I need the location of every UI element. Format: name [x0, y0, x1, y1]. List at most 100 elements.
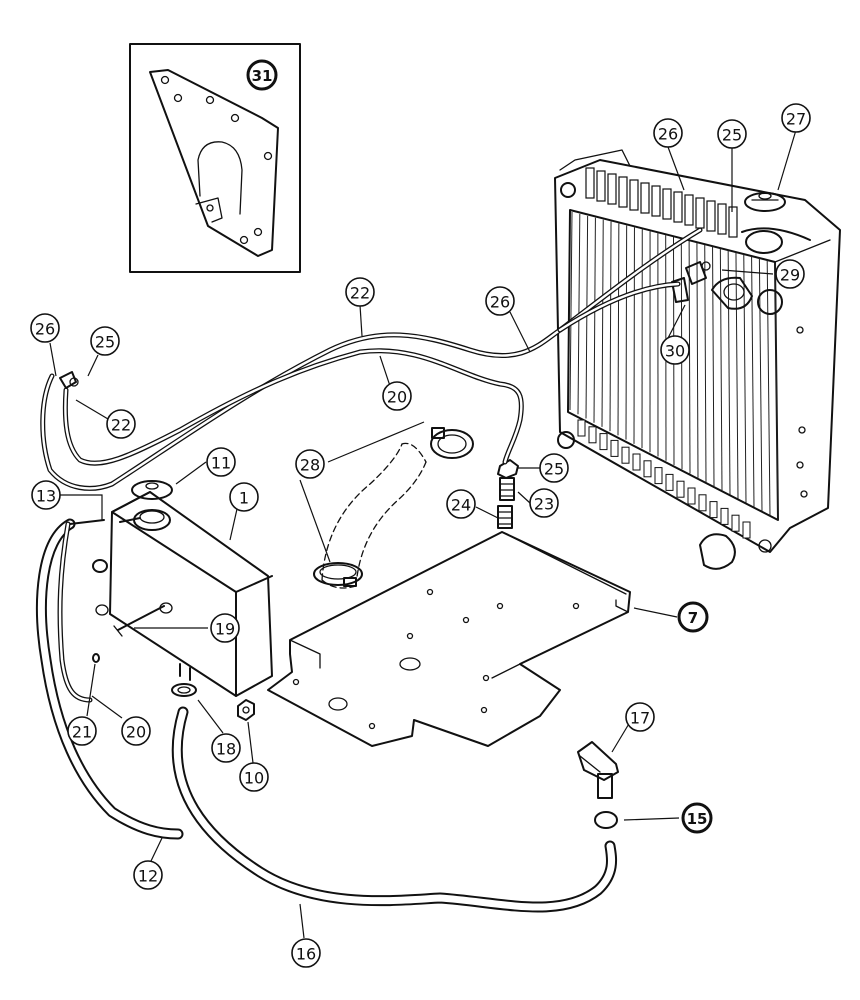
callout-26: 26	[653, 118, 683, 148]
callout-12: 12	[133, 860, 163, 890]
callout-number: 25	[722, 126, 742, 145]
callout-number: 19	[215, 620, 235, 639]
callout-10: 10	[239, 762, 269, 792]
callout-7: 7	[677, 601, 709, 633]
callout-number: 21	[72, 723, 92, 742]
callout-31: 31	[246, 59, 278, 91]
callout-circle	[681, 802, 713, 834]
callout-circle	[781, 103, 811, 133]
callout-29: 29	[775, 259, 805, 289]
callout-circle	[229, 482, 259, 512]
callout-circle	[246, 59, 278, 91]
inset-detail-box	[129, 43, 301, 273]
callout-number: 26	[490, 293, 510, 312]
callout-number: 23	[534, 495, 554, 514]
callout-25: 25	[539, 453, 569, 483]
callout-15: 15	[681, 802, 713, 834]
fitting-29-30	[671, 261, 711, 303]
callout-30: 30	[660, 335, 690, 365]
callout-number: 11	[211, 454, 231, 473]
callout-number: 24	[451, 496, 471, 515]
callout-number: 1	[239, 489, 249, 508]
mounting-plate-7	[267, 531, 631, 747]
callout-number: 26	[658, 125, 678, 144]
fittings-23-24-25	[497, 459, 519, 529]
hose-12	[35, 518, 184, 840]
callout-number: 31	[252, 67, 273, 85]
callout-number: 7	[688, 609, 698, 627]
callout-number: 13	[36, 487, 56, 506]
hose-20-lower	[57, 521, 93, 703]
callout-circle	[717, 119, 747, 149]
callout-number: 22	[111, 416, 131, 435]
callout-number: 17	[630, 709, 650, 728]
callout-circle	[677, 601, 709, 633]
callout-circle	[106, 409, 136, 439]
callout-circle	[291, 938, 321, 968]
callout-22: 22	[106, 409, 136, 439]
callout-number: 30	[665, 342, 685, 361]
hose-16	[171, 706, 618, 913]
callout-circle	[133, 860, 163, 890]
callout-circle	[539, 453, 569, 483]
nut-10	[237, 699, 255, 721]
callout-circle	[206, 447, 236, 477]
callout-21: 21	[67, 716, 97, 746]
callout-number: 16	[296, 945, 316, 964]
callout-number: 25	[544, 460, 564, 479]
callout-1: 1	[229, 482, 259, 512]
callout-circle	[382, 381, 412, 411]
callout-circle	[31, 480, 61, 510]
grommet-18	[171, 683, 197, 697]
callout-27: 27	[781, 103, 811, 133]
bracket-31	[149, 69, 279, 257]
callout-number: 22	[350, 284, 370, 303]
callout-circle	[485, 286, 515, 316]
callout-circle	[653, 118, 683, 148]
radiator	[554, 149, 841, 570]
callout-circle	[67, 716, 97, 746]
callout-circle	[211, 733, 241, 763]
callout-circle	[446, 489, 476, 519]
radiator-hose-28	[313, 427, 474, 589]
callout-16: 16	[291, 938, 321, 968]
callout-circle	[345, 277, 375, 307]
callout-number: 26	[35, 320, 55, 339]
overflow-tank-1	[92, 491, 273, 697]
callout-26: 26	[485, 286, 515, 316]
callout-17: 17	[625, 702, 655, 732]
callout-circle	[121, 716, 151, 746]
callout-25: 25	[717, 119, 747, 149]
callout-20: 20	[382, 381, 412, 411]
callout-circle	[625, 702, 655, 732]
callout-23: 23	[529, 488, 559, 518]
callout-20: 20	[121, 716, 151, 746]
callout-26: 26	[30, 313, 60, 343]
o-ring-15	[594, 811, 618, 829]
callout-circle	[90, 326, 120, 356]
tank-cap-11	[131, 480, 173, 500]
callout-number: 27	[786, 110, 806, 129]
bolt-19	[113, 605, 165, 637]
callout-22: 22	[345, 277, 375, 307]
callout-circle	[30, 313, 60, 343]
tubes-20-22-26	[40, 227, 703, 491]
callout-number: 12	[138, 867, 158, 886]
callout-number: 20	[387, 388, 407, 407]
callout-circle	[660, 335, 690, 365]
callout-circle	[210, 613, 240, 643]
callout-number: 18	[216, 740, 236, 759]
elbow-fitting-17	[577, 741, 619, 799]
callout-number: 25	[95, 333, 115, 352]
callout-24: 24	[446, 489, 476, 519]
callout-19: 19	[210, 613, 240, 643]
callout-25: 25	[90, 326, 120, 356]
callout-circle	[775, 259, 805, 289]
callout-number: 20	[126, 723, 146, 742]
callout-11: 11	[206, 447, 236, 477]
clip-21	[92, 653, 100, 663]
hose-clamp-lower	[313, 562, 363, 587]
